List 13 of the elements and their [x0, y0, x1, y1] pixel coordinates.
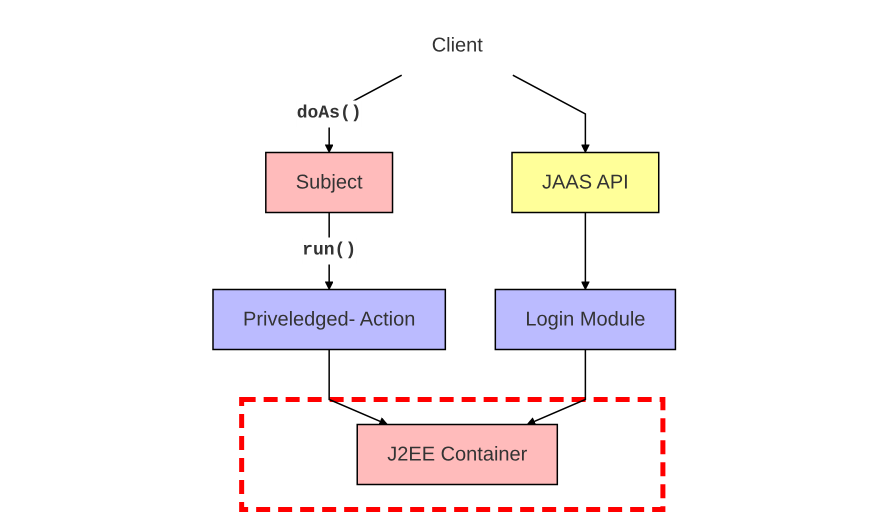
node-box: Login Module — [494, 288, 676, 350]
arrow — [512, 74, 590, 153]
arrow — [328, 350, 388, 426]
edge-label: run() — [302, 240, 356, 260]
arrow — [526, 350, 586, 426]
node-box: Priveledged- Action — [212, 288, 446, 350]
cluster — [238, 397, 666, 512]
node-text: Client — [431, 34, 483, 56]
node-box: JAAS API — [511, 152, 660, 214]
edge-label: doAs() — [296, 104, 362, 124]
node-box: Subject — [264, 152, 394, 214]
node-box: J2EE Container — [356, 424, 558, 486]
arrow — [580, 212, 590, 290]
